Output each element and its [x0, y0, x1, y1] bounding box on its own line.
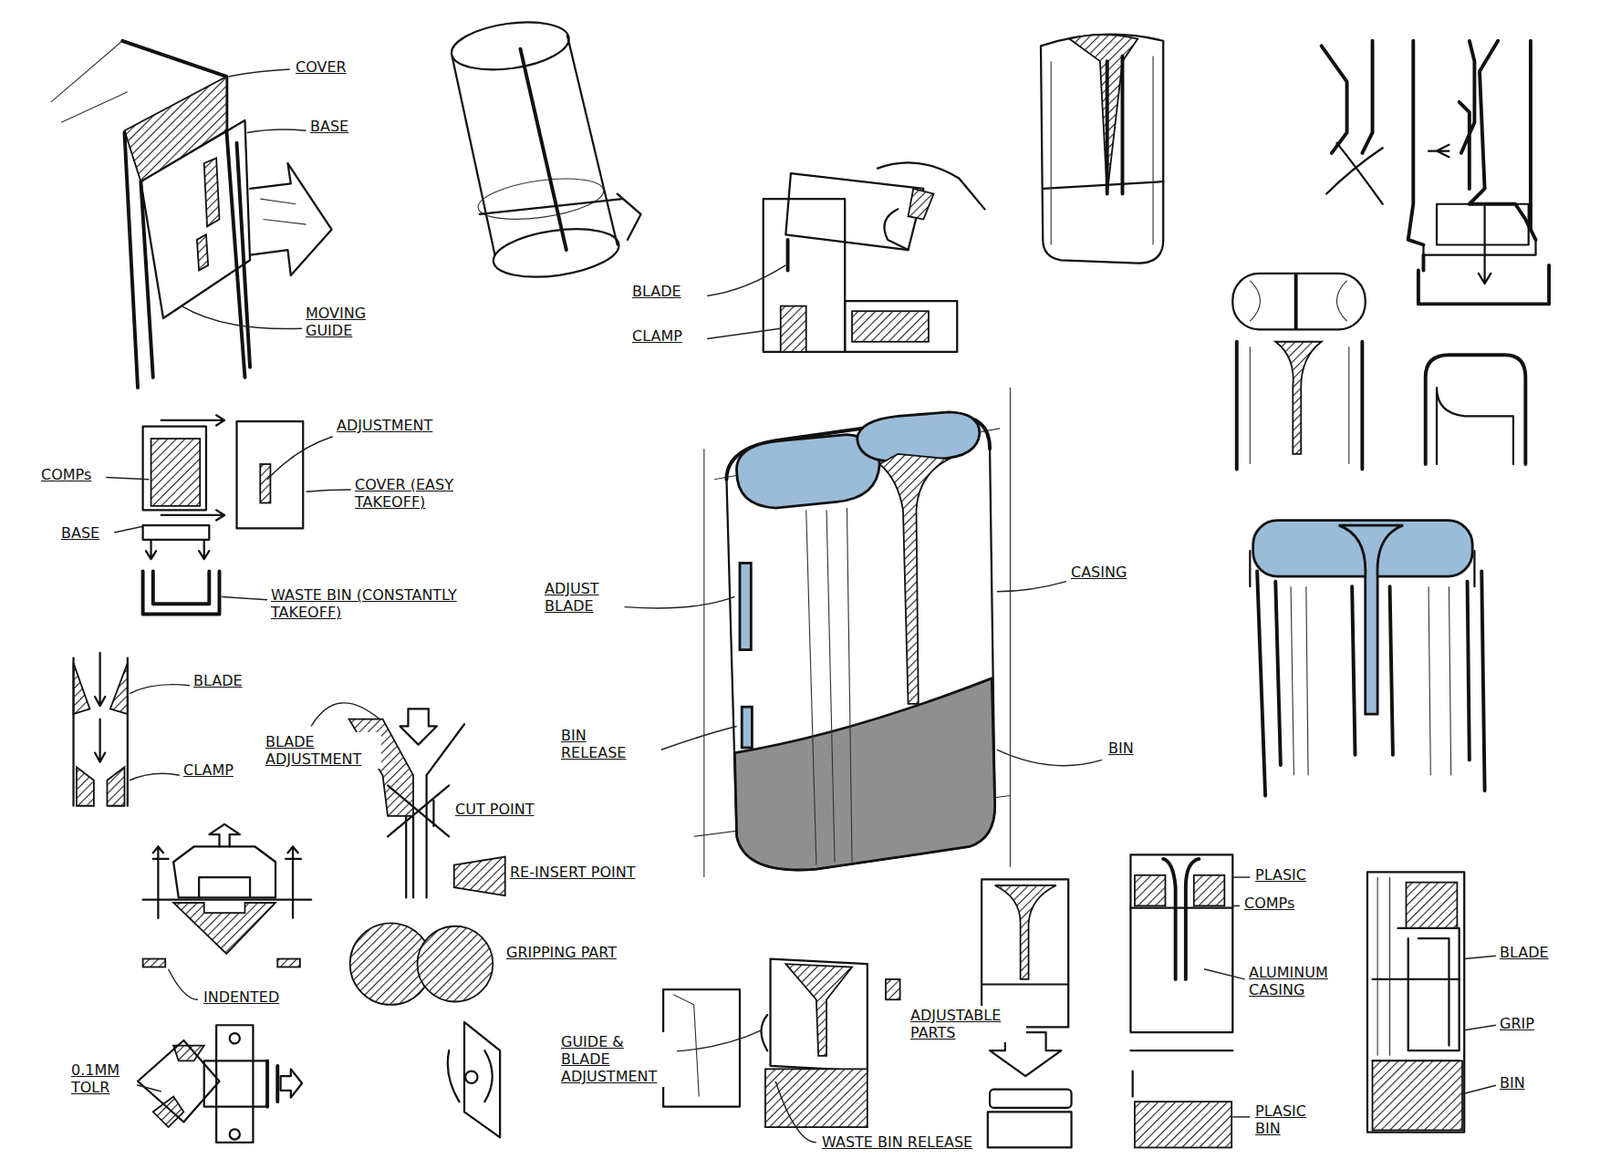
part-label: RE-INSERT POINT [508, 862, 637, 883]
part-label: COMPs [39, 465, 94, 485]
part-label: ADJUSTABLE PARTS [908, 1006, 1027, 1043]
part-label: ALUMINUM CASING [1246, 963, 1347, 1000]
part-label: CASING [1069, 562, 1129, 582]
part-label: CLAMP [630, 326, 685, 346]
profile-sketches [1232, 273, 1526, 470]
part-label: COVER (EASY TAKEOFF) [353, 475, 512, 512]
part-label: BLADE ADJUSTMENT [263, 732, 382, 769]
cylinder-sketch [448, 15, 642, 285]
part-label: GRIPPING PART [504, 943, 619, 963]
part-label: CUT POINT [453, 800, 536, 820]
part-label: ADJUSTMENT [334, 415, 435, 436]
part-label: INDENTED [201, 987, 281, 1008]
blade-clamp-schematic [73, 653, 128, 807]
part-label: BLADE [191, 671, 245, 691]
part-label: MOVING GUIDE [303, 303, 381, 341]
blue-top-sketch [1249, 520, 1485, 797]
material-section [1130, 854, 1233, 1148]
part-label: COVER [293, 57, 349, 77]
leader-lines [105, 69, 1497, 1143]
main-device [694, 387, 1011, 878]
wedge-part [447, 1022, 500, 1138]
part-label: BIN RELEASE [559, 726, 647, 763]
mechanism-sketch [1321, 41, 1549, 305]
part-label: GRIP [1497, 1014, 1537, 1034]
part-label: GUIDE & BLADE ADJUSTMENT [559, 1032, 677, 1088]
part-label: BASE [308, 116, 351, 136]
bin-release-sketch [663, 959, 901, 1129]
indent-schematic [143, 824, 312, 968]
part-label: CLAMP [181, 760, 236, 780]
part-label: BIN [1106, 738, 1136, 759]
part-label: PLASIC [1253, 865, 1309, 885]
part-label: BIN [1497, 1073, 1528, 1093]
part-label: COMPs [1242, 893, 1297, 914]
part-label: 0.1MM TOLR [69, 1060, 137, 1098]
part-label: BLADE [1497, 943, 1551, 963]
part-label: BASE [59, 523, 102, 543]
part-label: PLASIC BIN [1253, 1101, 1330, 1139]
cover-sketch [51, 41, 333, 388]
part-label: ADJUST BLADE [542, 579, 620, 616]
assembly-schematic [143, 415, 304, 614]
part-label: WASTE BIN (CONSTANTLY TAKEOFF) [269, 585, 488, 623]
grip-section [1367, 872, 1465, 1133]
card-insert-sketch [763, 162, 986, 353]
tolerance-schematic [137, 1025, 302, 1143]
part-label: BLADE [630, 281, 684, 302]
casing-sketch [1040, 34, 1164, 264]
part-label: WASTE BIN RELEASE [820, 1132, 975, 1153]
